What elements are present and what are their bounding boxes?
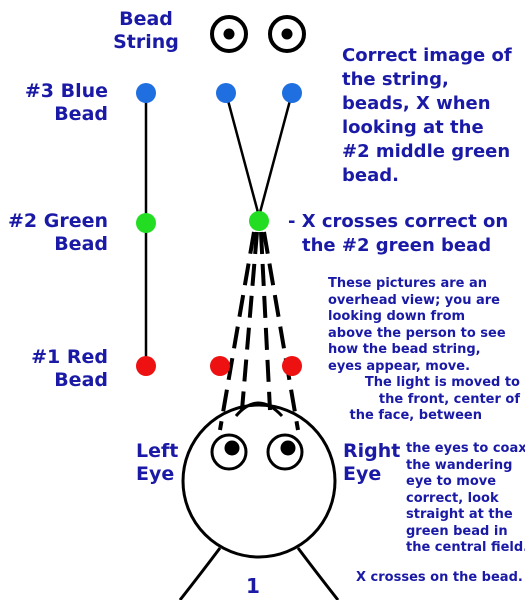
x-crosses-caption: - X crosses correct on the #2 green bead (288, 210, 508, 258)
blue-bead-label: #3 Blue Bead (8, 80, 108, 126)
x-on-bead-caption: X crosses on the bead. (356, 570, 523, 587)
red-bead-right-b (282, 356, 302, 376)
top-eyes-icon (212, 17, 304, 51)
blue-bead-left (136, 83, 156, 103)
body-left (180, 548, 220, 600)
blue-bead-right-b (282, 83, 302, 103)
right-eye-label: Right Eye (343, 440, 400, 486)
x-line-left (226, 93, 260, 220)
green-bead-label: #2 Green Bead (4, 210, 108, 256)
overhead-note: These pictures are an overhead view; you… (328, 276, 506, 375)
bead-string-label: Bead String (96, 8, 196, 54)
blue-bead-right-a (216, 83, 236, 103)
red-bead-right-a (210, 356, 230, 376)
figure-number: 1 (246, 574, 260, 598)
light-note-b: the eyes to coax the wandering eye to mo… (406, 441, 525, 557)
red-bead-left (136, 356, 156, 376)
head (183, 405, 335, 557)
green-bead-center (249, 211, 269, 231)
light-note-a: The light is moved to the front, center … (340, 375, 520, 425)
green-bead-left (136, 213, 156, 233)
left-eye-label: Left Eye (136, 440, 178, 486)
dashed-lines (220, 232, 298, 430)
body-right (298, 548, 338, 600)
x-line-right (258, 93, 292, 220)
red-bead-label: #1 Red Bead (4, 346, 108, 392)
head-figure (180, 403, 338, 600)
face-eyes-icon (212, 435, 302, 469)
correct-image-caption: Correct image of the string, beads, X wh… (342, 44, 512, 188)
